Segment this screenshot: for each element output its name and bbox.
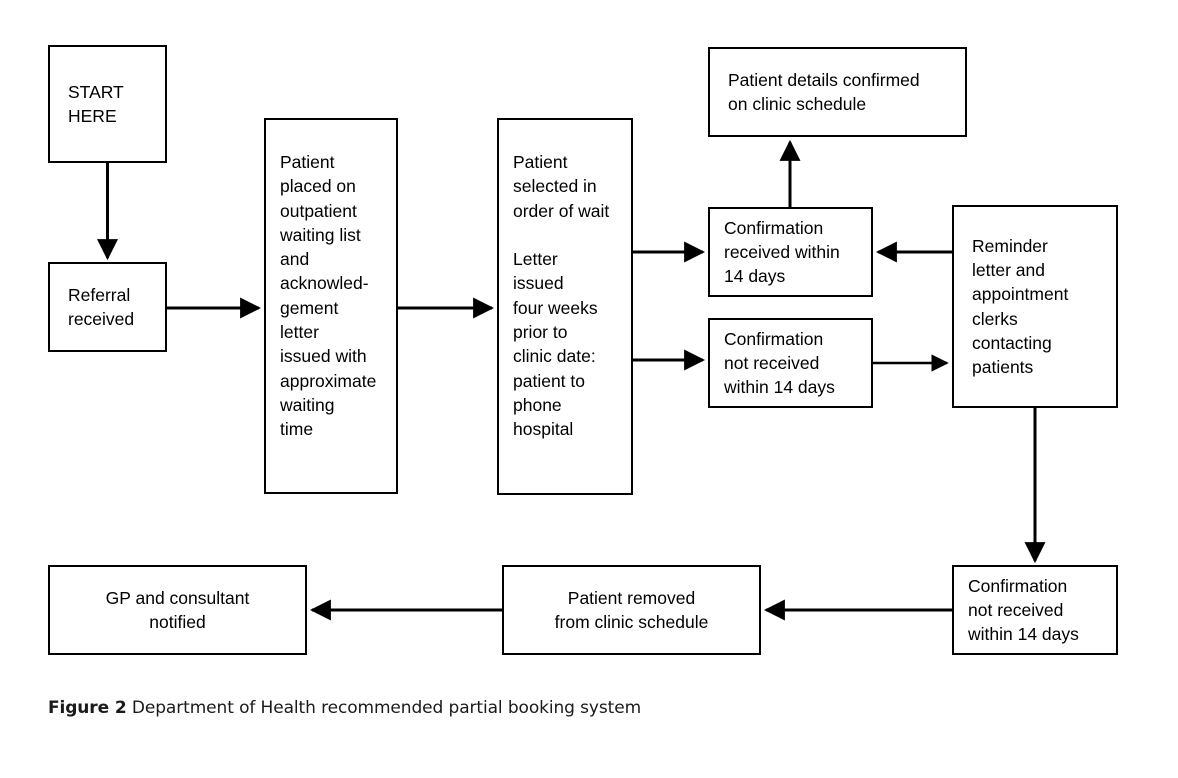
- node-referral-received[interactable]: Referral received: [48, 262, 167, 352]
- node-patient-selected[interactable]: Patient selected in order of wait Letter…: [497, 118, 633, 495]
- node-reminder-clerks[interactable]: Reminder letter and appointment clerks c…: [952, 205, 1118, 408]
- node-patient-removed[interactable]: Patient removed from clinic schedule: [502, 565, 761, 655]
- node-confirmation-not-received-2-label: Confirmation not received within 14 days: [968, 575, 1079, 645]
- node-referral-received-label: Referral received: [68, 284, 135, 329]
- figure-caption-label: Figure 2: [48, 698, 127, 718]
- node-details-confirmed-label: Patient details confirmed on clinic sche…: [728, 69, 920, 114]
- node-patient-selected-label: Patient selected in order of wait Letter…: [513, 152, 610, 440]
- node-gp-notified-label: GP and consultant notified: [105, 587, 250, 632]
- node-start-here[interactable]: START HERE: [48, 45, 167, 163]
- node-confirmation-received-label: Confirmation received within 14 days: [724, 217, 840, 287]
- node-reminder-clerks-label: Reminder letter and appointment clerks c…: [972, 235, 1069, 378]
- node-confirmation-not-received[interactable]: Confirmation not received within 14 days: [708, 318, 873, 408]
- node-gp-notified[interactable]: GP and consultant notified: [48, 565, 307, 655]
- node-waiting-list-label: Patient placed on outpatient waiting lis…: [280, 152, 377, 440]
- node-start-here-label: START HERE: [68, 81, 124, 126]
- figure-caption-text: Department of Health recommended partial…: [131, 698, 642, 718]
- node-confirmation-not-received-label: Confirmation not received within 14 days: [724, 328, 835, 398]
- node-details-confirmed[interactable]: Patient details confirmed on clinic sche…: [708, 47, 967, 137]
- node-waiting-list[interactable]: Patient placed on outpatient waiting lis…: [264, 118, 398, 494]
- node-confirmation-not-received-2[interactable]: Confirmation not received within 14 days: [952, 565, 1118, 655]
- node-patient-removed-label: Patient removed from clinic schedule: [554, 587, 709, 632]
- figure-caption: Figure 2 Department of Health recommende…: [48, 698, 641, 718]
- node-confirmation-received[interactable]: Confirmation received within 14 days: [708, 207, 873, 297]
